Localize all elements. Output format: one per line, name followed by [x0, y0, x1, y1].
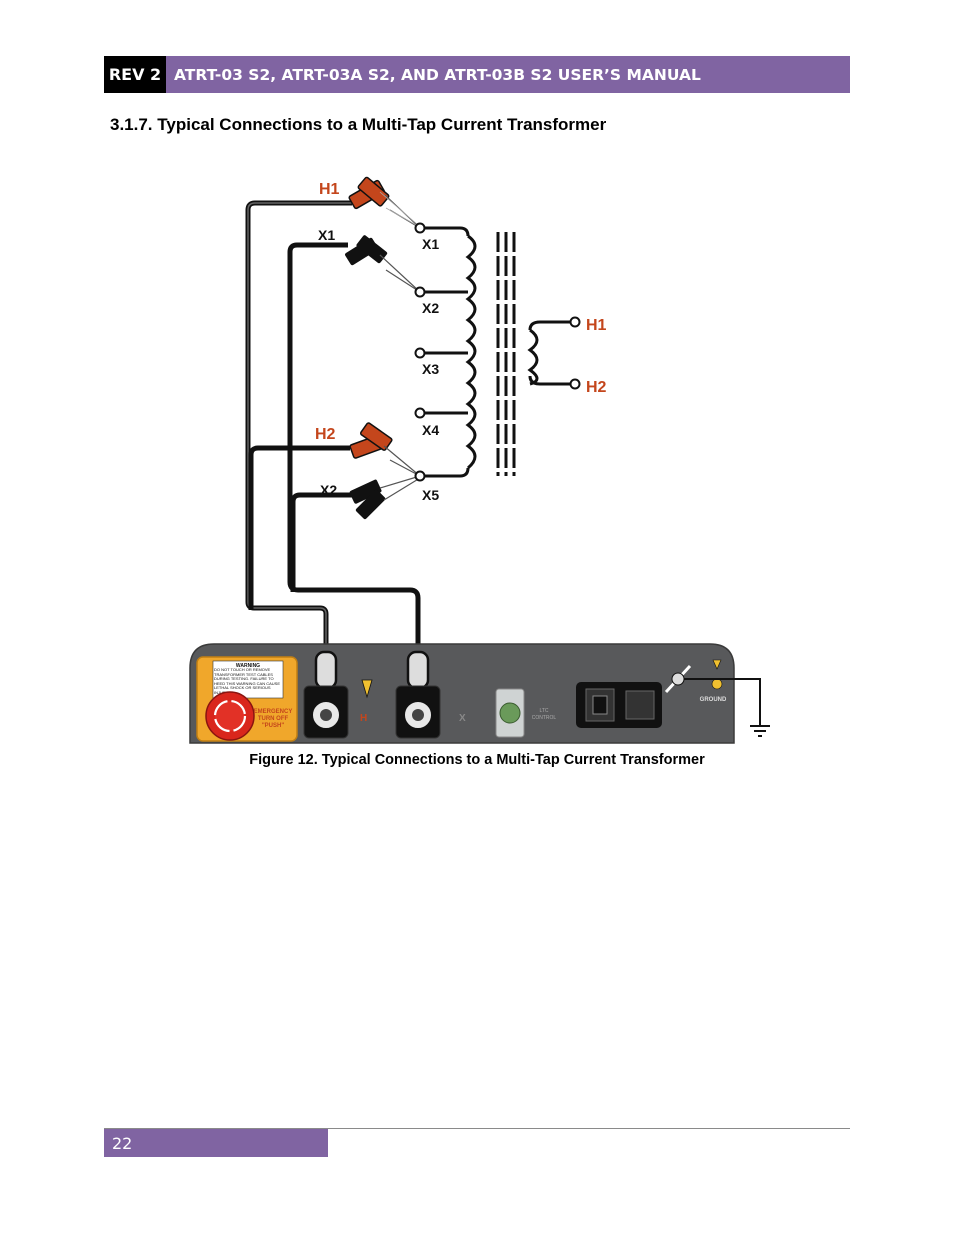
primary-label-h2: H2 [586, 379, 607, 396]
manual-title: ATRT-03 S2, ATRT-03A S2, AND ATRT-03B S2… [166, 56, 850, 93]
connection-diagram: H1 X1 H2 X2 X1 X2 X3 X4 X5 H1 H2 WARNING… [180, 170, 780, 750]
revision-label: REV 2 [104, 56, 166, 93]
svg-text:LTC: LTC [539, 708, 548, 714]
tap-label-x5: X5 [422, 487, 439, 503]
tap-label-x1: X1 [422, 236, 439, 252]
x-port-label: X [459, 713, 466, 724]
h-connector-plug [314, 650, 338, 690]
tap-x4-terminal [414, 407, 426, 419]
x2-cable [290, 492, 352, 592]
page-number: 22 [104, 1129, 328, 1157]
tap-x5-terminal [414, 470, 426, 482]
footer-divider [104, 1128, 850, 1129]
svg-text:WARNING: WARNING [236, 663, 260, 669]
secondary-winding [465, 234, 477, 470]
figure-caption: Figure 12. Typical Connections to a Mult… [249, 752, 705, 768]
clip-label-h1: H1 [319, 181, 340, 198]
primary-h2-terminal [569, 378, 581, 390]
tap-x2-terminal [414, 286, 426, 298]
svg-text:CONTROL: CONTROL [532, 715, 557, 721]
tap-x1-terminal [414, 222, 426, 234]
svg-text:TURN OFF: TURN OFF [258, 716, 289, 722]
svg-text:"PUSH": "PUSH" [262, 723, 285, 729]
x-connector-plug [406, 650, 430, 690]
tap-x3-terminal [414, 347, 426, 359]
clip-label-x1: X1 [318, 227, 335, 243]
tap-label-x4: X4 [422, 422, 439, 438]
h2-cable [248, 445, 350, 610]
h-port-label: H [360, 713, 367, 724]
power-switch[interactable] [592, 695, 608, 715]
high-voltage-icon [361, 679, 373, 699]
tap-label-x3: X3 [422, 361, 439, 377]
primary-winding [527, 328, 539, 386]
transformer-core [496, 232, 516, 476]
ground-icon [711, 678, 723, 690]
svg-text:GROUND: GROUND [700, 697, 727, 703]
clip-label-x2: X2 [320, 482, 337, 498]
h1-cable [245, 200, 352, 650]
tap-label-x2: X2 [422, 300, 439, 316]
primary-label-h1: H1 [586, 317, 607, 334]
primary-h1-terminal [569, 316, 581, 328]
section-heading: 3.1.7. Typical Connections to a Multi-Ta… [110, 115, 607, 134]
page-header: REV 2 ATRT-03 S2, ATRT-03A S2, AND ATRT-… [104, 56, 850, 93]
clip-label-h2: H2 [315, 426, 336, 443]
ground-wire [684, 678, 761, 726]
svg-text:EMERGENCY: EMERGENCY [254, 709, 293, 715]
